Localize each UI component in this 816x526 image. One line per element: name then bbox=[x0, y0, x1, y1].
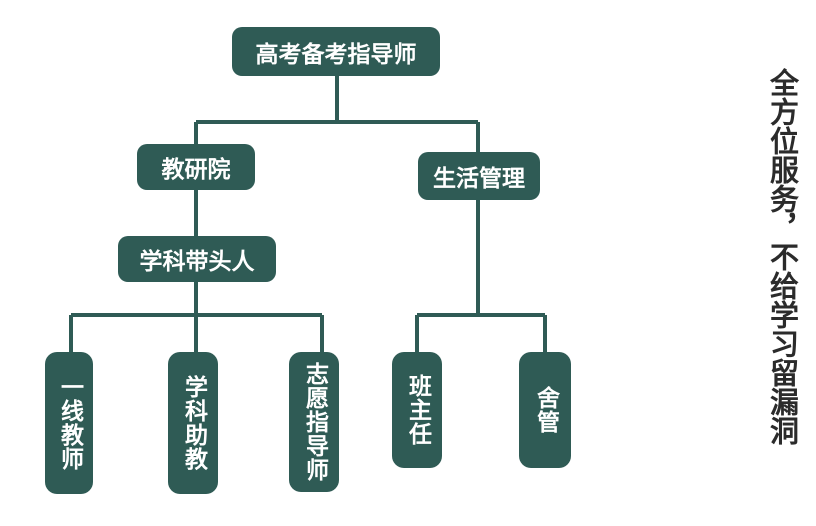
left-branch-node: 教研院 bbox=[137, 144, 255, 190]
slogan-text: 全方位服务，不给学习留漏洞 bbox=[765, 68, 800, 445]
sub-node: 学科带头人 bbox=[118, 236, 276, 282]
leaf-node-2: 学科助教 bbox=[168, 352, 218, 494]
root-node: 高考备考指导师 bbox=[232, 27, 440, 76]
leaf-node-5: 舍管 bbox=[519, 352, 571, 468]
leaf-node-4: 班主任 bbox=[392, 352, 442, 468]
right-branch-node: 生活管理 bbox=[418, 152, 540, 200]
leaf-node-1: 一线教师 bbox=[45, 352, 93, 494]
leaf-node-3: 志愿指导师 bbox=[289, 352, 339, 492]
